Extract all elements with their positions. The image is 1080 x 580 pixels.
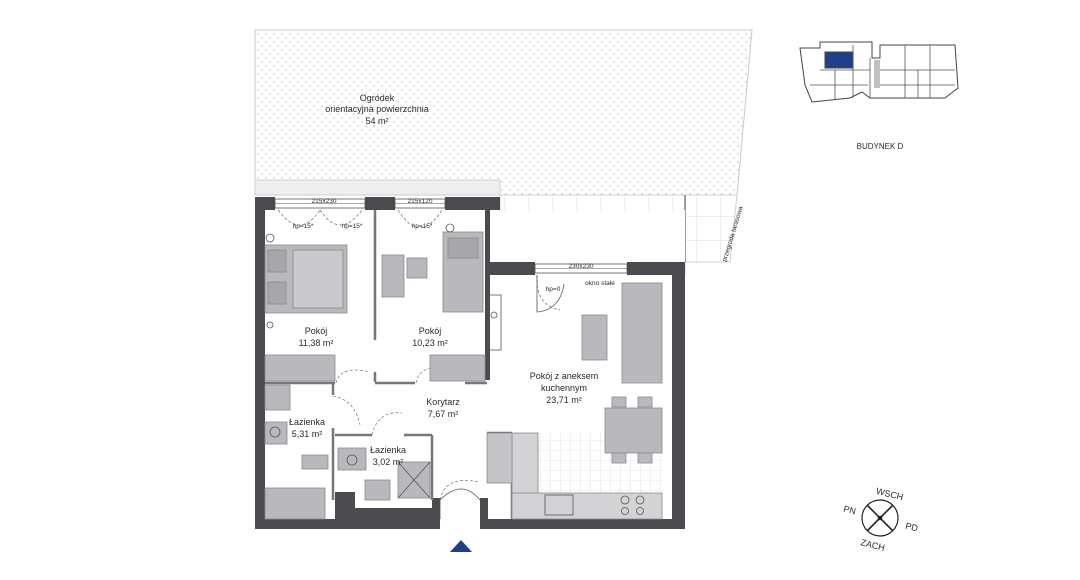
toilet-1: [301, 454, 329, 470]
room-3-area: 23,71 m²: [546, 395, 582, 405]
compass-pn: PN: [842, 504, 857, 517]
desk-chair: [406, 257, 428, 279]
garden-subtitle: orientacyjna powierzchnia: [325, 104, 429, 114]
wardrobe-2: [429, 354, 486, 382]
garden: Ogródek orientacyjna powierzchnia 54 m²: [254, 29, 753, 196]
compass: [861, 499, 899, 537]
wardrobe-1: [264, 354, 336, 382]
room-6-name: Łazienka: [370, 445, 406, 455]
room-1-area: 11,38 m²: [299, 338, 334, 348]
coffee-table: [581, 314, 608, 361]
window-2-size: 215x120: [408, 198, 433, 205]
window-3-hp1: hp=0: [546, 286, 561, 293]
furniture: [264, 231, 663, 520]
entrance-arrow-icon: [450, 540, 472, 552]
door-swings: [277, 209, 561, 311]
compass-pd: PD: [904, 521, 919, 534]
dining-table: [604, 407, 663, 454]
entrance-door: [439, 488, 481, 501]
room-labels: Pokój 11,38 m² Pokój 10,23 m² Pokój z an…: [289, 326, 598, 467]
room-6-area: 3,02 m²: [373, 457, 404, 467]
key-plan: [799, 41, 959, 103]
toilet-2: [364, 479, 391, 501]
walls: [255, 197, 685, 529]
radiator-valve-icon: [265, 233, 275, 243]
desk: [381, 254, 405, 298]
sink-icon: [544, 494, 574, 516]
kitchen-counter: [511, 492, 663, 520]
room-5-area: 5,31 m²: [292, 429, 323, 439]
room-5-name: Łazienka: [289, 417, 325, 427]
window-2-hp1: hp=15*: [412, 223, 433, 230]
apartment-highlight: [824, 51, 854, 69]
window-1-hp2: hp=15*: [342, 223, 363, 230]
sofa: [621, 282, 663, 384]
room-3-name2: kuchennym: [541, 383, 587, 393]
bathtub: [264, 487, 326, 520]
room-1-name: Pokój: [305, 326, 328, 336]
washbasin-1: [264, 421, 288, 445]
room-2-name: Pokój: [419, 326, 442, 336]
hob-burner-icon: [620, 495, 630, 505]
garden-area: 54 m²: [365, 116, 388, 126]
garden-name: Ogródek: [360, 93, 395, 103]
kitchen-side-counter: [511, 432, 539, 494]
windows: [274, 198, 628, 274]
window-1-size: 215x230: [312, 198, 337, 205]
window-3-size: 230x230: [569, 263, 594, 270]
compass-zach: ZACH: [860, 537, 886, 553]
room-3-name: Pokój z aneksem: [530, 371, 599, 381]
room-4-name: Korytarz: [426, 397, 460, 407]
window-1-hp1: hp=15*: [293, 223, 314, 230]
room-4-area: 7,67 m²: [428, 409, 459, 419]
window-3-note: okno stałe: [585, 280, 615, 287]
building-label: BUDYNEK D: [857, 142, 904, 151]
washbasin-2: [337, 447, 367, 471]
balcony-door: [536, 275, 565, 313]
room-2-area: 10,23 m²: [412, 338, 448, 348]
